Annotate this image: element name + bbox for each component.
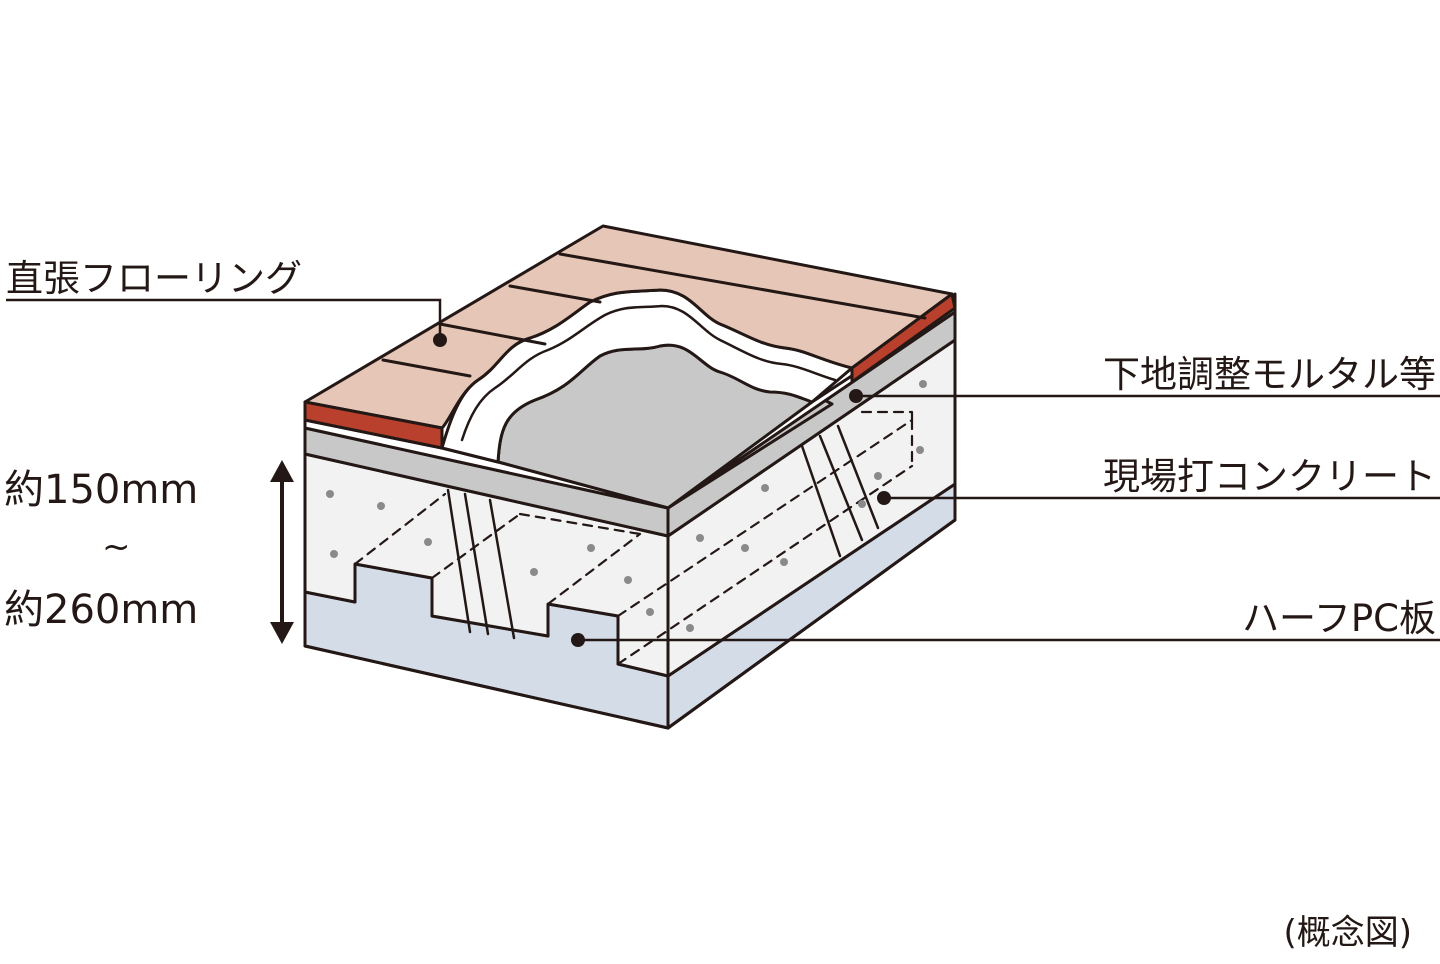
label-concrete: 現場打コンクリート [1103, 455, 1436, 498]
plank-seams [381, 252, 927, 378]
marker-concrete [877, 491, 891, 505]
dimension-min: 約150mm [4, 467, 199, 513]
marker-mortar [849, 389, 863, 403]
dimension-arrow [270, 460, 294, 644]
dimension-separator: ~ [102, 527, 131, 567]
marker-flooring [433, 333, 447, 347]
label-pc-board: ハーフPC板 [1242, 597, 1436, 640]
leader-markers [433, 333, 891, 647]
outline [303, 292, 957, 730]
label-flooring: 直張フローリング [6, 257, 302, 300]
marker-pc-board [571, 633, 585, 647]
concept-note: (概念図) [1283, 913, 1412, 953]
underlay-inner-edge [460, 304, 837, 442]
cut-lines [446, 424, 880, 640]
aggregate-dots [326, 380, 927, 632]
label-mortar: 下地調整モルタル等 [1103, 353, 1436, 396]
flooring-top [303, 224, 954, 430]
leader-lines [6, 298, 1440, 642]
hidden-lines [353, 410, 914, 666]
dimension-max: 約260mm [4, 587, 199, 633]
